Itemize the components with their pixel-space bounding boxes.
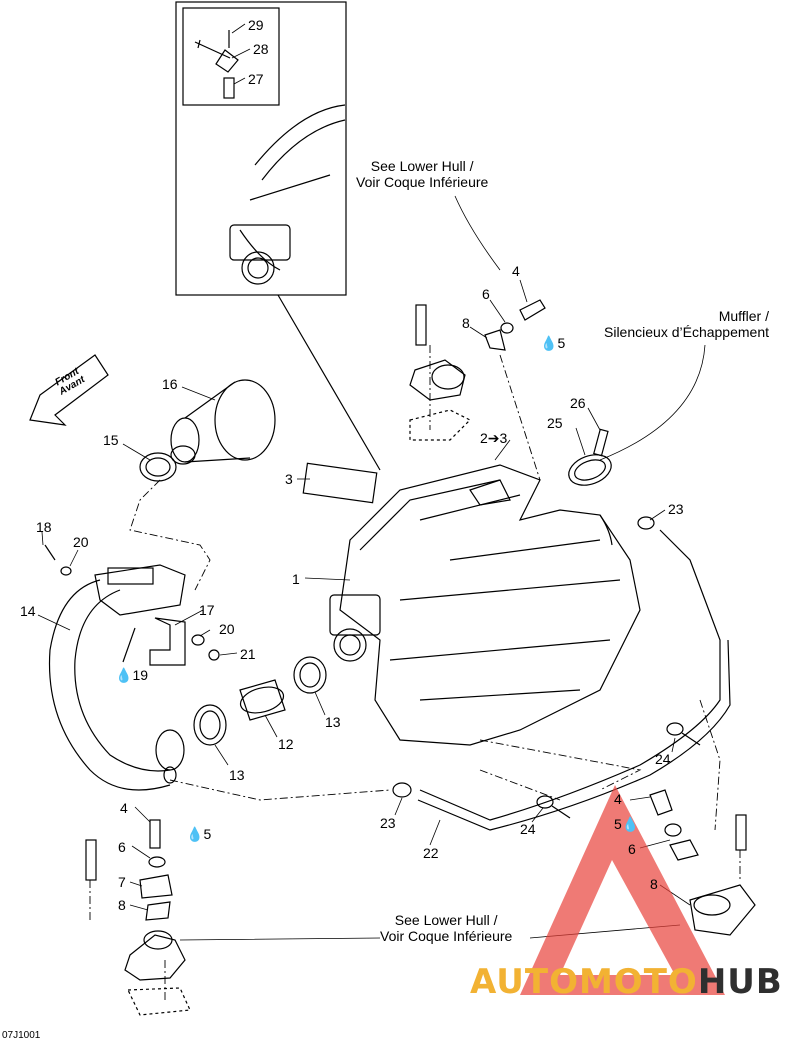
callout-20-b: 20 — [219, 621, 235, 637]
oil-drop-icon: 💧 — [186, 826, 204, 842]
callout-8-c: 8 — [650, 876, 658, 892]
note-see-lower-hull-bottom: See Lower Hull / Voir Coque Inférieure — [380, 912, 513, 944]
callout-29: 29 — [248, 17, 264, 33]
callout-24: 24 — [655, 751, 671, 767]
inset-detail-frame — [182, 7, 280, 106]
callout-6: 6 — [482, 286, 490, 302]
callout-13: 13 — [229, 767, 245, 783]
callout-8-b: 8 — [118, 897, 126, 913]
oil-drop-icon: 💧 — [621, 816, 640, 832]
callout-5-b: 💧5 — [186, 826, 212, 842]
callout-23: 23 — [668, 501, 684, 517]
callout-14: 14 — [20, 603, 36, 619]
oil-drop-icon: 💧 — [115, 667, 133, 683]
figure-code: 07J1001 — [2, 1030, 41, 1041]
callout-19: 💧19 — [115, 667, 149, 683]
callout-4-b: 4 — [120, 800, 128, 816]
callout-28: 28 — [253, 41, 269, 57]
callout-18: 18 — [36, 519, 52, 535]
callout-15: 15 — [103, 432, 119, 448]
oil-drop-icon: 💧 — [540, 335, 558, 351]
callout-6-b: 6 — [118, 839, 126, 855]
callout-21: 21 — [240, 646, 256, 662]
callout-24-b: 24 — [520, 821, 536, 837]
callout-27: 27 — [248, 71, 264, 87]
callout-16: 16 — [162, 376, 178, 392]
callout-5-c: 5💧 — [614, 816, 640, 832]
callout-4-c: 4 — [614, 791, 622, 807]
note-muffler: Muffler / Silencieux d’Échappement — [604, 308, 769, 340]
callout-12: 12 — [278, 736, 294, 752]
callout-6-c: 6 — [628, 841, 636, 857]
callout-3: 3 — [285, 471, 293, 487]
callout-17: 17 — [199, 602, 215, 618]
callout-2-to-3: 2➔3 — [480, 430, 508, 446]
callout-22: 22 — [423, 845, 439, 861]
watermark-text: AUTOMOTOHUB — [470, 962, 783, 1002]
callout-1: 1 — [292, 571, 300, 587]
inset-frame — [175, 1, 347, 296]
watermark-logo — [520, 785, 725, 995]
callout-23-b: 23 — [380, 815, 396, 831]
callout-25: 25 — [547, 415, 563, 431]
note-see-lower-hull-top: See Lower Hull / Voir Coque Inférieure — [356, 158, 489, 190]
callout-8: 8 — [462, 315, 470, 331]
callout-13-b: 13 — [325, 714, 341, 730]
engine-outline — [339, 464, 641, 746]
front-arrow — [29, 354, 109, 426]
callout-5: 💧5 — [540, 335, 566, 351]
callout-20: 20 — [73, 534, 89, 550]
callout-7: 7 — [118, 874, 126, 890]
callout-4: 4 — [512, 263, 520, 279]
callout-26: 26 — [570, 395, 586, 411]
